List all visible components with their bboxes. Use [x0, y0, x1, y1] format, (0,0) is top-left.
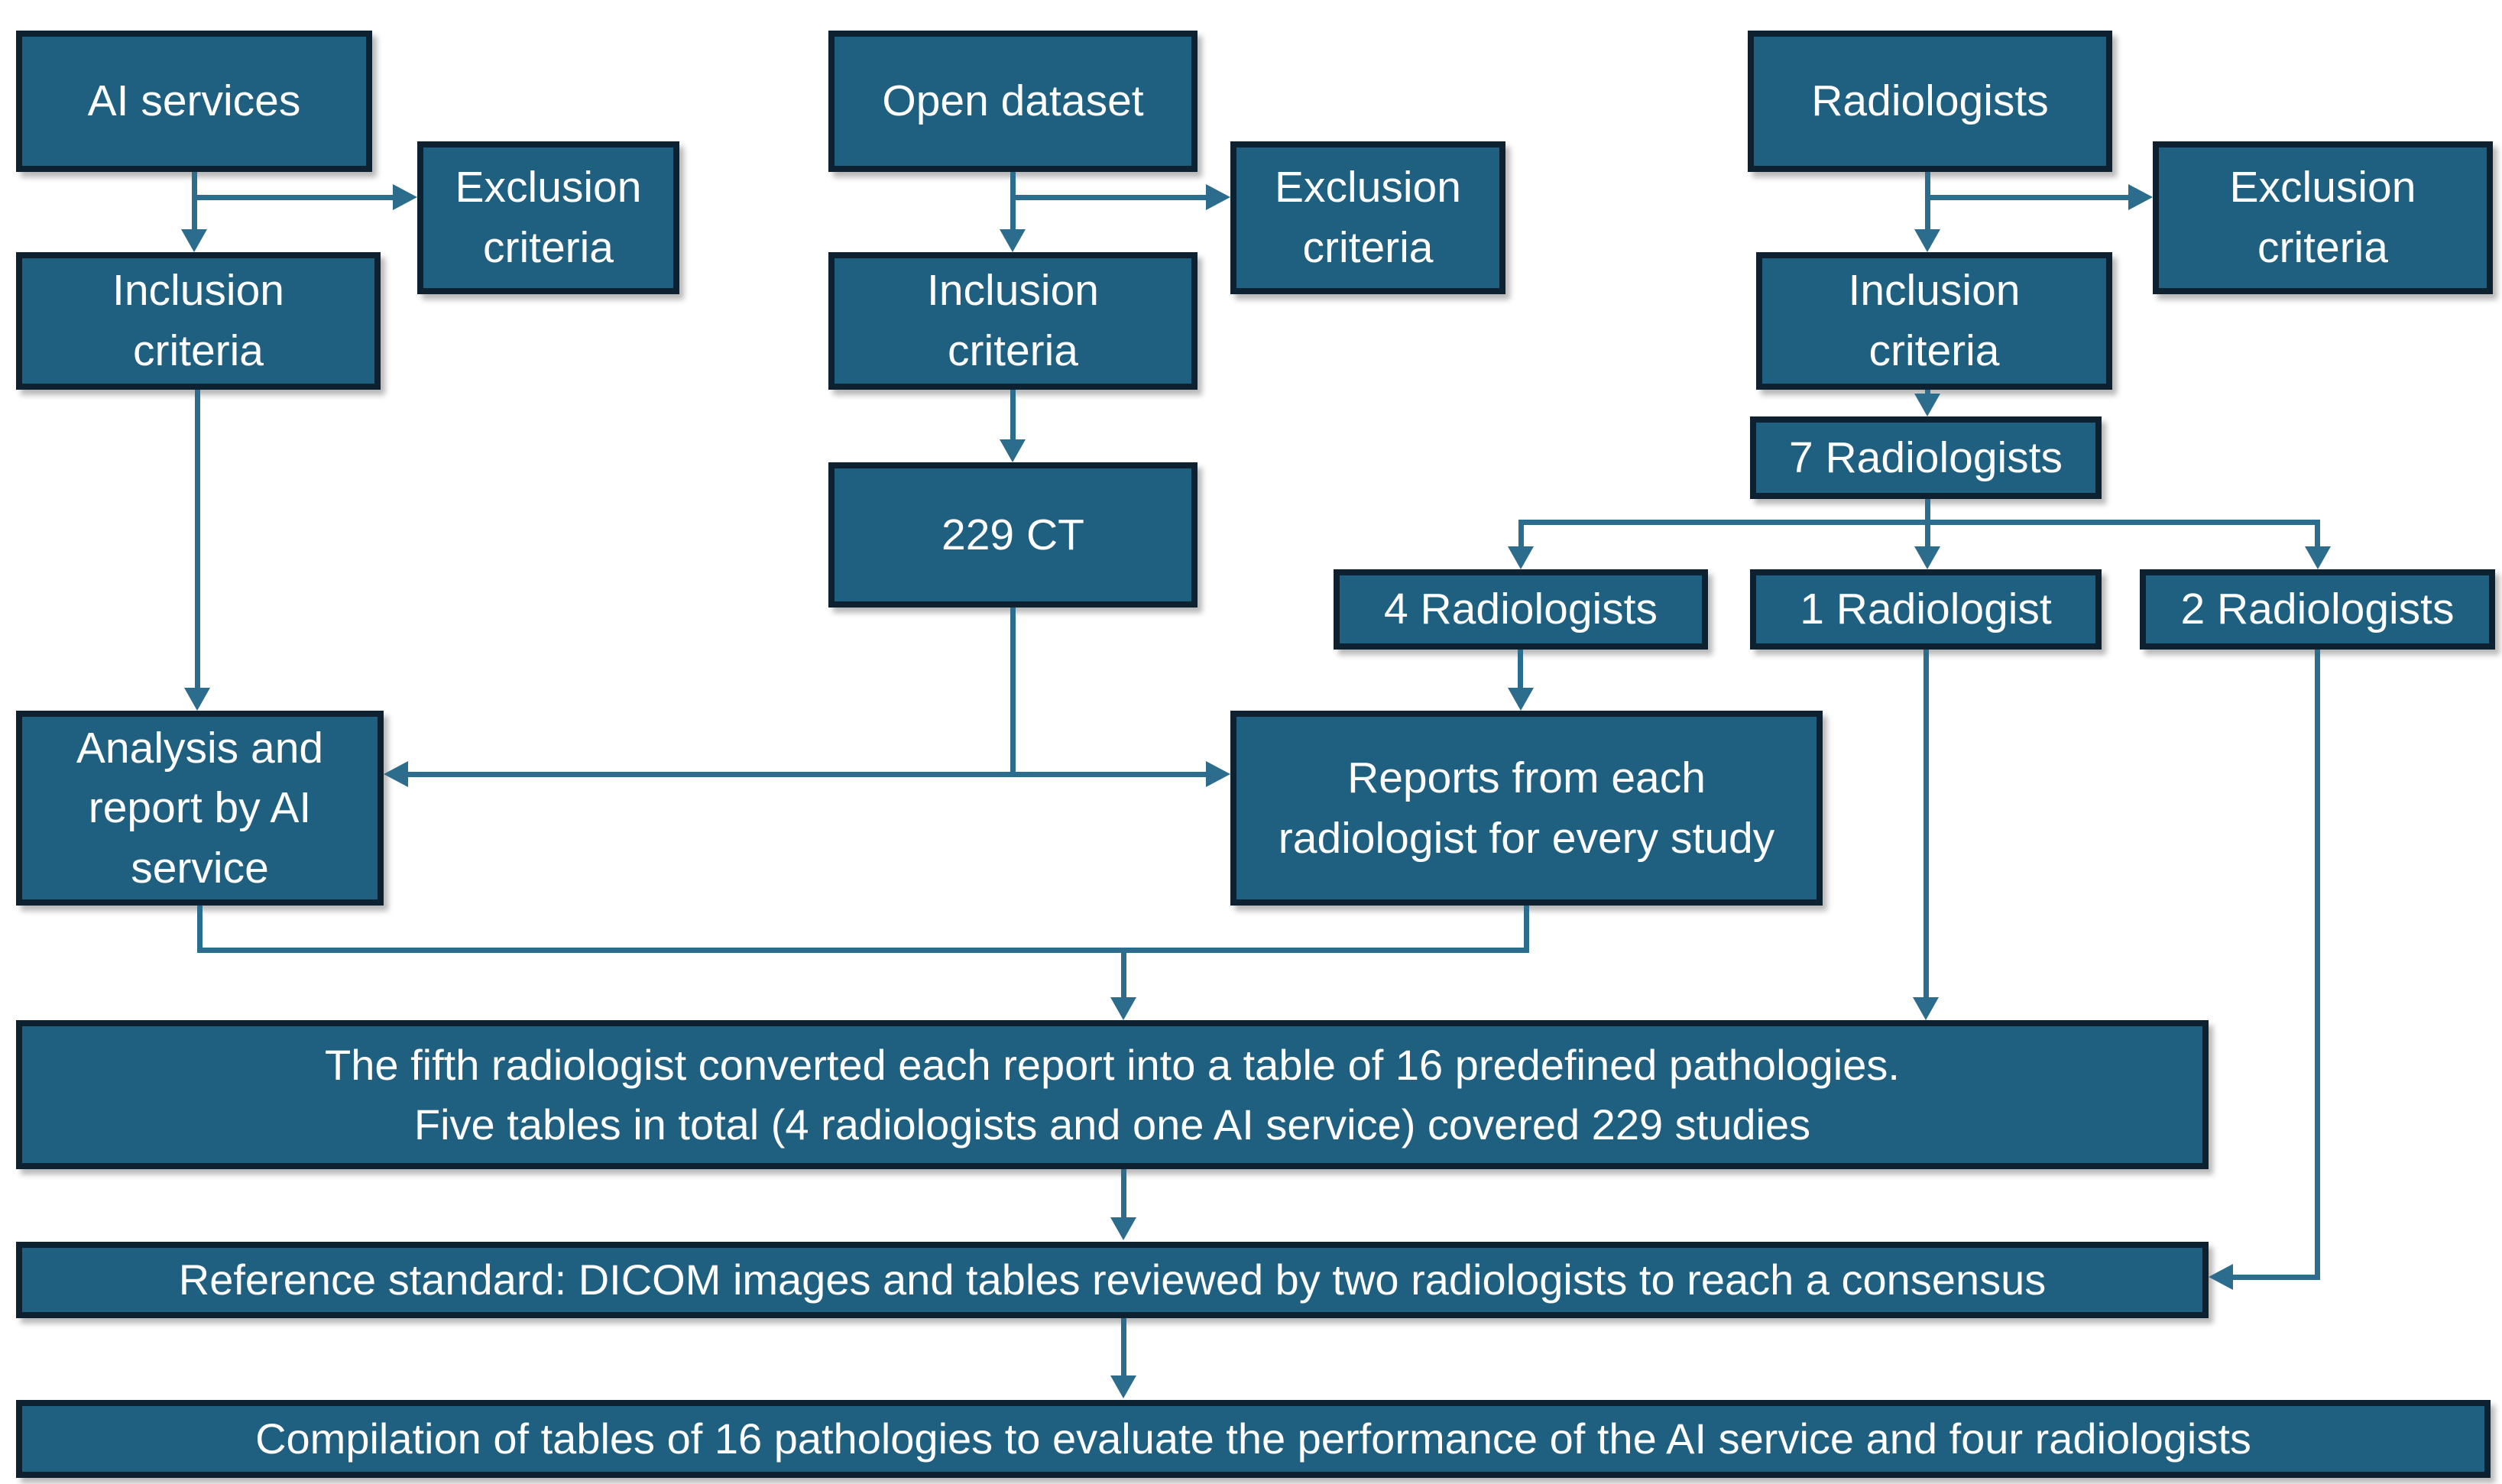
node-inclusion-criteria-1: Inclusion criteria	[16, 252, 381, 390]
connector-open-dataset-down	[1010, 172, 1016, 231]
arrowhead-into-conversion	[1110, 997, 1136, 1020]
node-exclusion-criteria-1: Exclusion criteria	[417, 141, 679, 294]
connector-2radiologists-down	[2315, 650, 2320, 1280]
node-reports-from-each-radiologist: Reports from each radiologist for every …	[1230, 711, 1823, 906]
connector-4radiologists-to-reports	[1518, 650, 1523, 688]
connector-229ct-down	[1010, 608, 1016, 777]
node-inclusion-criteria-3: Inclusion criteria	[1756, 252, 2112, 390]
connector-inclusion-3-to-7radiologists	[1925, 390, 1930, 396]
node-open-dataset: Open dataset	[828, 31, 1198, 172]
node-4-radiologists: 4 Radiologists	[1334, 569, 1708, 650]
arrowhead-into-analysis-right	[384, 761, 408, 787]
arrowhead-into-1radiologist	[1914, 546, 1940, 569]
connector-junction-horizontal	[408, 772, 1206, 777]
connector-7radiologists-down	[1925, 499, 1930, 525]
arrowhead-into-inclusion-3	[1914, 229, 1940, 252]
node-radiologists: Radiologists	[1748, 31, 2112, 172]
connector-analysis-down	[197, 906, 203, 953]
node-reference-standard: Reference standard: DICOM images and tab…	[16, 1242, 2209, 1318]
connector-split-drop-middle	[1925, 525, 1930, 546]
connector-split-horizontal	[1518, 520, 2320, 525]
connector-merge-drop	[1121, 953, 1126, 997]
arrowhead-into-2radiologists	[2305, 546, 2331, 569]
node-2-radiologists: 2 Radiologists	[2140, 569, 2495, 650]
connector-1radiologist-down	[1923, 650, 1929, 997]
connector-2radiologists-elbow	[2233, 1275, 2320, 1280]
connector-ai-services-down	[192, 172, 197, 231]
arrowhead-into-reference	[1110, 1217, 1136, 1240]
arrowhead-into-7radiologists	[1914, 394, 1940, 416]
connector-reference-to-compilation	[1121, 1318, 1126, 1375]
arrowhead-into-exclusion-2	[1206, 184, 1230, 210]
node-exclusion-criteria-2: Exclusion criteria	[1230, 141, 1505, 294]
connector-ai-services-branch	[192, 195, 393, 200]
arrowhead-into-4radiologists	[1508, 546, 1534, 569]
arrowhead-into-exclusion-1	[393, 184, 417, 210]
arrowhead-into-inclusion-1	[181, 229, 207, 252]
connector-merge-horizontal	[197, 948, 1529, 953]
node-inclusion-criteria-2: Inclusion criteria	[828, 252, 1198, 390]
connector-open-dataset-branch	[1010, 195, 1206, 200]
node-exclusion-criteria-3: Exclusion criteria	[2153, 141, 2493, 294]
arrowhead-1radiologist-into-conversion	[1913, 997, 1939, 1020]
arrowhead-into-inclusion-2	[1000, 229, 1026, 252]
node-7-radiologists: 7 Radiologists	[1750, 416, 2102, 499]
connector-reports-down	[1524, 906, 1529, 953]
arrowhead-into-compilation	[1110, 1375, 1136, 1398]
node-conversion-step: The fifth radiologist converted each rep…	[16, 1020, 2209, 1169]
arrowhead-into-analysis	[184, 688, 210, 711]
connector-conversion-to-reference	[1121, 1169, 1126, 1217]
arrowhead-into-reports	[1508, 688, 1534, 711]
node-compilation: Compilation of tables of 16 pathologies …	[16, 1400, 2491, 1478]
node-229-ct: 229 CT	[828, 462, 1198, 608]
connector-radiologists-down	[1925, 172, 1930, 231]
node-1-radiologist: 1 Radiologist	[1750, 569, 2102, 650]
connector-inclusion-2-to-229ct	[1010, 390, 1016, 439]
connector-split-drop-left	[1518, 525, 1524, 546]
node-analysis-report-ai: Analysis and report by AI service	[16, 711, 384, 906]
arrowhead-into-reports-left	[1206, 761, 1230, 787]
connector-inclusion-1-to-analysis	[195, 390, 200, 688]
arrowhead-into-reference-standard	[2209, 1264, 2233, 1290]
arrowhead-into-229ct	[1000, 439, 1026, 462]
connector-split-drop-right	[2315, 525, 2320, 546]
node-ai-services: AI services	[16, 31, 372, 172]
arrowhead-into-exclusion-3	[2128, 184, 2153, 210]
connector-radiologists-branch	[1925, 195, 2128, 200]
